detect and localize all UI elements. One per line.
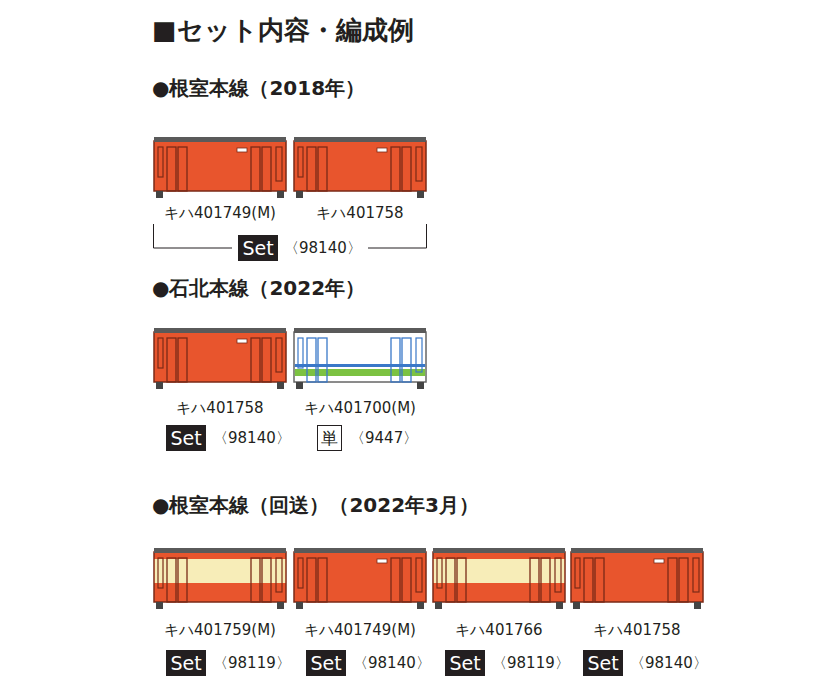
railcar-figure	[154, 328, 286, 389]
car-number: キハ401758	[316, 203, 403, 223]
set-badge: Set	[583, 650, 623, 676]
railcar-figure	[154, 137, 286, 198]
badge-text: Set	[170, 652, 201, 674]
car-number: キハ401758	[593, 620, 680, 640]
section-heading: ●根室本線（2018年）	[152, 78, 365, 98]
badge-text: Set	[170, 427, 201, 449]
product-number: 〈98140〉	[353, 653, 431, 673]
badge-text: Set	[242, 237, 273, 259]
set-badge: Set	[238, 235, 278, 261]
product-number: 〈98119〉	[492, 653, 570, 673]
car-number: キハ401766	[455, 620, 542, 640]
badge-text: Set	[310, 652, 341, 674]
railcar-figure	[154, 548, 286, 609]
section-heading: ●根室本線（回送）（2022年3月）	[152, 495, 479, 515]
product-number: 〈98119〉	[213, 653, 291, 673]
car-number: キハ401700(M)	[304, 398, 416, 418]
car-number: キハ401758	[176, 398, 263, 418]
badge-text: Set	[587, 652, 618, 674]
product-number: 〈98140〉	[284, 238, 362, 258]
product-number: 〈98140〉	[213, 428, 291, 448]
railcar-figure	[433, 548, 565, 609]
product-number: 〈98140〉	[630, 653, 708, 673]
car-number: キハ401749(M)	[304, 620, 416, 640]
car-number: キハ401749(M)	[164, 203, 276, 223]
single-badge: 単	[317, 425, 342, 451]
badge-text: 単	[321, 427, 338, 449]
railcar-figure	[571, 548, 703, 609]
set-badge: Set	[166, 425, 206, 451]
section-heading: ●石北本線（2022年）	[152, 278, 365, 298]
product-number: 〈9447〉	[350, 428, 418, 448]
set-badge: Set	[445, 650, 485, 676]
badge-text: Set	[449, 652, 480, 674]
car-number: キハ401759(M)	[164, 620, 276, 640]
railcar-figure	[294, 137, 426, 198]
railcar-figure	[294, 328, 426, 389]
railcar-figure	[294, 548, 426, 609]
set-badge: Set	[166, 650, 206, 676]
set-badge: Set	[306, 650, 346, 676]
page-title: ■セット内容・編成例	[152, 14, 414, 46]
